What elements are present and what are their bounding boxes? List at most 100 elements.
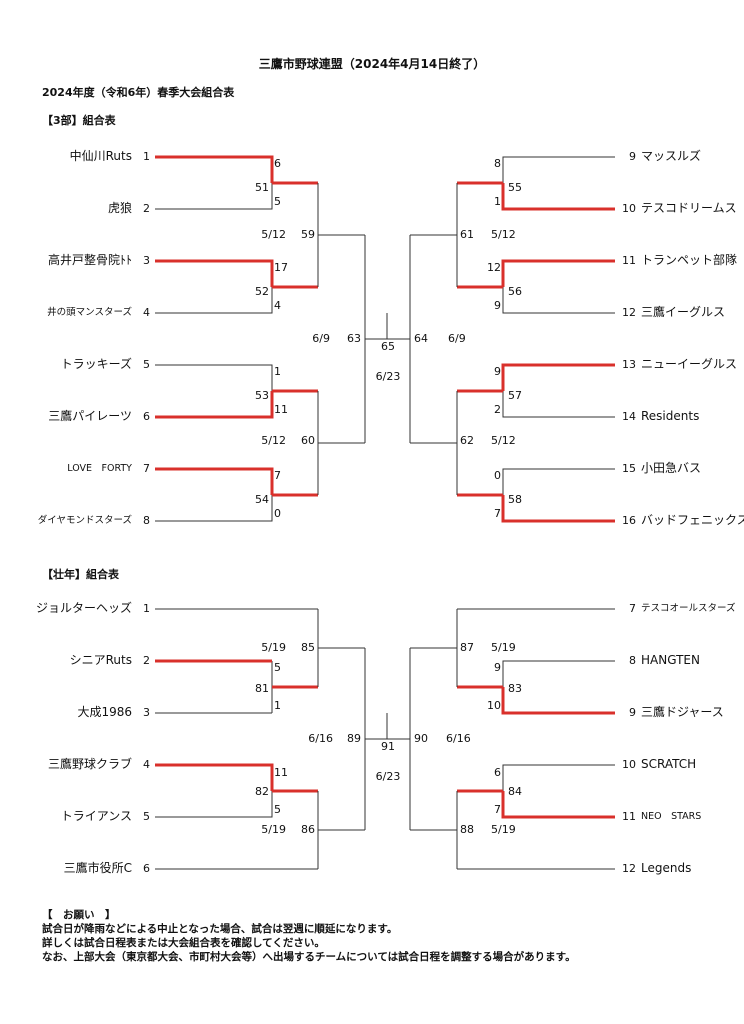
team-name: 虎狼 [107, 201, 132, 215]
team-number: 15 [622, 462, 636, 475]
game-number: 62 [460, 434, 474, 447]
score: 5 [274, 195, 281, 208]
team-name: 小田急バス [641, 461, 702, 475]
sn-right-r1-a-top [502, 660, 615, 687]
team-number: 9 [629, 150, 636, 163]
sn-left-r1-b-top [155, 763, 274, 791]
team-name: ジョルターヘッズ [35, 601, 132, 615]
score: 5 [274, 803, 281, 816]
team-name: バッドフェニックス [641, 513, 744, 527]
page-subtitle: 2024年度（令和6年）春季大会組合表 [42, 86, 235, 99]
d3-left-r1-bot-1 [155, 287, 273, 314]
team-name: SCRATCH [641, 757, 697, 771]
score: 0 [494, 469, 501, 482]
team-name: テスコドリームス [641, 201, 737, 215]
notes-line-2: 詳しくは試合日程表または大会組合表を確認してください。 [42, 937, 325, 949]
team-number: 5 [143, 810, 150, 823]
game-number: 84 [508, 785, 522, 798]
team-number: 9 [629, 706, 636, 719]
game-date: 5/12 [491, 434, 516, 447]
team-number: 10 [622, 758, 636, 771]
team-name: トラッキーズ [60, 357, 132, 371]
score: 10 [487, 699, 501, 712]
team-number: 1 [143, 150, 150, 163]
game-date: 6/16 [308, 732, 333, 745]
team-number: 13 [622, 358, 636, 371]
d3-left-r1-bot-0 [155, 183, 273, 210]
d3-right-r1-top-1 [501, 259, 615, 287]
team-name: 高井戸整骨院ﾄﾄ [47, 253, 132, 267]
page-title: 三鷹市野球連盟（2024年4月14日終了） [258, 57, 486, 71]
game-date: 5/12 [261, 228, 286, 241]
d3-right-r1-top-0 [502, 156, 615, 183]
score: 5 [274, 661, 281, 674]
score: 7 [494, 507, 501, 520]
game-number: 52 [255, 285, 269, 298]
game-date: 5/19 [491, 641, 516, 654]
team-number: 6 [143, 410, 150, 423]
d3-right-r1-bot-2 [502, 391, 615, 418]
team-number: 7 [629, 602, 636, 615]
game-date: 5/19 [261, 641, 286, 654]
team-number: 12 [622, 306, 636, 319]
score: 11 [274, 403, 288, 416]
team-number: 11 [622, 810, 636, 823]
team-name: 大成1986 [77, 705, 132, 719]
game-number: 53 [255, 389, 269, 402]
d3-right-r1-bot-3 [501, 495, 615, 523]
team-name: シニアRuts [69, 653, 132, 667]
team-name: 井の頭マンスターズ [47, 307, 132, 318]
team-name: Residents [641, 409, 700, 423]
d3-right-r1-top-3 [502, 468, 615, 495]
game-number: 57 [508, 389, 522, 402]
score: 12 [487, 261, 501, 274]
game-number: 82 [255, 785, 269, 798]
score: 1 [494, 195, 501, 208]
team-name: 三鷹パイレーツ [48, 409, 132, 423]
game-number: 90 [414, 732, 428, 745]
game-number: 63 [347, 332, 361, 345]
score: 4 [274, 299, 281, 312]
score: 1 [274, 365, 281, 378]
game-date: 5/19 [491, 823, 516, 836]
team-name: Legends [641, 861, 692, 875]
score: 11 [274, 766, 288, 779]
game-number: 85 [301, 641, 315, 654]
team-name: ニューイーグルス [641, 357, 738, 371]
sn-right-r1-a-bot [501, 687, 615, 715]
team-name: 三鷹ドジャース [641, 705, 724, 719]
team-name: LOVE FORTY [67, 463, 132, 474]
senior-header: 【壮年】組合表 [42, 568, 119, 581]
score: 7 [274, 469, 281, 482]
game-number: 87 [460, 641, 474, 654]
notes-line-3: なお、上部大会（東京都大会、市町村大会等）へ出場するチームについては試合日程を調… [42, 951, 576, 963]
d3-left-r1-bot-3 [155, 495, 273, 522]
team-name: トライアンス [60, 809, 132, 823]
team-number: 12 [622, 862, 636, 875]
game-number: 61 [460, 228, 474, 241]
d3-left-r1-bot-2 [155, 391, 274, 419]
score: 8 [494, 157, 501, 170]
team-number: 2 [143, 654, 150, 667]
team-number: 7 [143, 462, 150, 475]
game-date: 6/9 [312, 332, 330, 345]
d3-left-r1-top-2 [155, 364, 273, 391]
game-number: 89 [347, 732, 361, 745]
team-name: トランペット部隊 [641, 253, 738, 267]
game-number: 60 [301, 434, 315, 447]
notes-line-1: 試合日が降雨などによる中止となった場合、試合は翌週に順延になります。 [42, 923, 398, 935]
game-number: 88 [460, 823, 474, 836]
d3-left-r1-top-0 [155, 155, 274, 183]
final-date: 6/23 [375, 770, 401, 783]
team-number: 3 [143, 706, 150, 719]
team-number: 14 [622, 410, 636, 423]
game-number: 59 [301, 228, 315, 241]
score: 2 [494, 403, 501, 416]
score: 9 [494, 365, 501, 378]
score: 0 [274, 507, 281, 520]
game-number: 51 [255, 181, 269, 194]
final-game-number: 91 [381, 740, 395, 753]
game-number: 64 [414, 332, 428, 345]
game-date: 5/19 [261, 823, 286, 836]
